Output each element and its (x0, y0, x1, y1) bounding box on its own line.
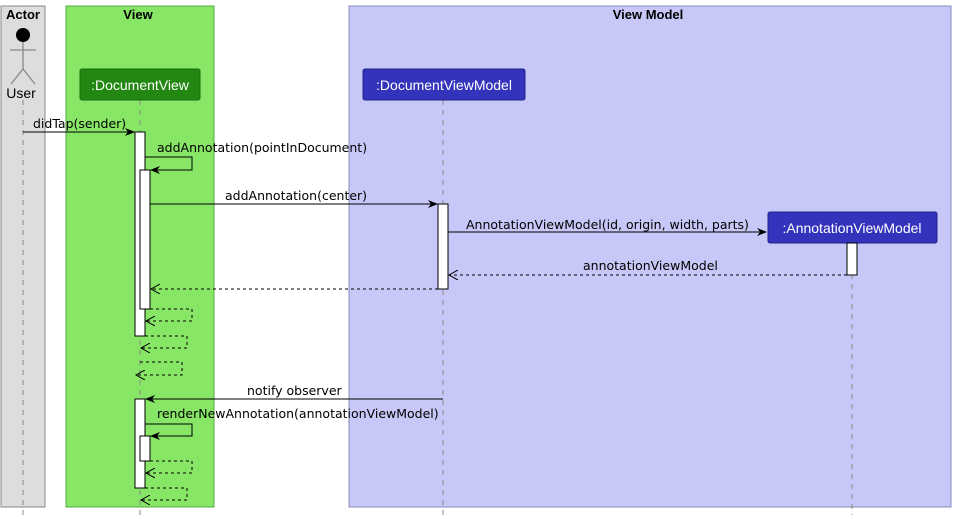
view-model-box-title: View Model (613, 7, 684, 22)
render-new-annotation-label: renderNewAnnotation(annotationViewModel) (157, 406, 439, 421)
self-return-arrow-4 (146, 460, 193, 473)
document-view-model-activation (437, 203, 449, 290)
stick-figure-icon (10, 28, 36, 85)
self-return-arrow-5 (141, 487, 188, 500)
user-actor: User (6, 28, 36, 101)
document-view-model-label: :DocumentViewModel (376, 77, 512, 93)
add-annotation-point-label: addAnnotation(pointInDocument) (157, 140, 367, 155)
document-view-activation-2 (139, 169, 151, 310)
self-return-arrow-1 (146, 308, 193, 321)
document-view-label: :DocumentView (91, 77, 190, 93)
did-tap-label: didTap(sender) (33, 116, 126, 131)
view-box-title: View (123, 7, 153, 22)
user-actor-label: User (6, 85, 36, 101)
add-annotation-point-arrow (145, 156, 193, 174)
add-annotation-center-label: addAnnotation(center) (225, 188, 367, 203)
notify-observer-label: notify observer (247, 383, 343, 398)
document-view-participant: :DocumentView (79, 68, 201, 101)
annotation-view-model-participant: :AnnotationViewModel (767, 211, 938, 244)
self-return-arrow-2 (141, 335, 188, 348)
self-return-arrow-3 (136, 361, 183, 375)
document-view-activation-4 (139, 435, 151, 462)
actor-box-title: Actor (6, 7, 40, 22)
create-annotation-view-model-label: AnnotationViewModel(id, origin, width, p… (466, 217, 749, 232)
annotation-view-model-activation (846, 242, 858, 276)
render-new-annotation-arrow (145, 423, 193, 440)
return-annotation-view-model-label: annotationViewModel (583, 258, 718, 273)
document-view-model-participant: :DocumentViewModel (362, 68, 526, 101)
annotation-view-model-label: :AnnotationViewModel (782, 220, 921, 236)
